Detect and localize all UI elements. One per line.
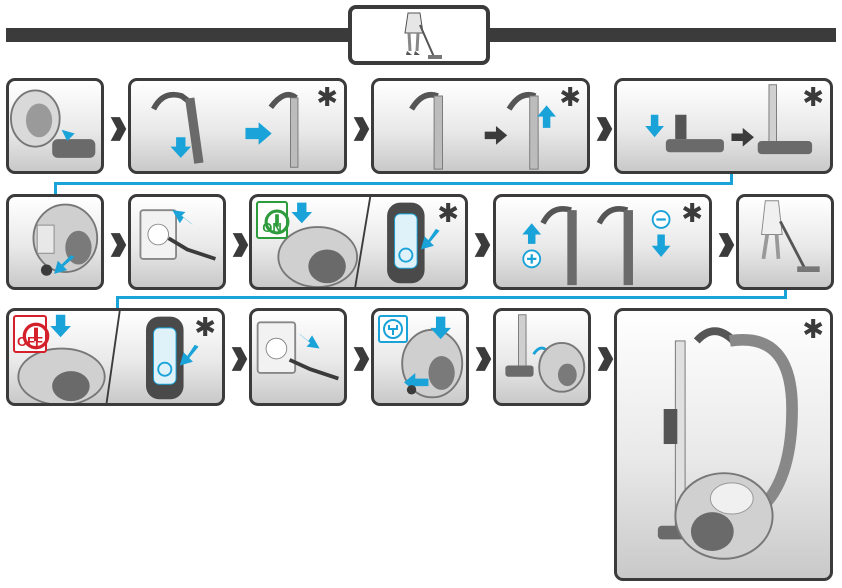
cord-rewind-illustration [401,316,464,399]
optional-step-icon: ✱ [194,313,216,343]
step-10-panel: OFF ✱ [6,308,225,406]
header-bar-left [6,28,350,42]
chevron-right-icon [107,114,129,144]
attach-floor-head-illustration [645,84,813,155]
header-emblem [348,5,490,65]
chevron-right-icon [228,344,250,374]
chevron-right-icon [593,114,615,144]
chevron-right-icon [472,344,494,374]
flow-connector [54,182,733,185]
chevron-right-icon [229,230,251,260]
flow-connector [784,290,787,298]
power-off-badge: OFF [13,315,50,353]
plug-in-illustration [139,209,217,261]
optional-step-icon: ✱ [681,199,703,229]
handle-telescope-illustration [151,91,299,168]
vacuuming-illustration [761,200,820,272]
chevron-right-icon [107,230,129,260]
flow-connector [730,174,733,184]
optional-step-icon: ✱ [802,83,824,113]
power-icon [264,209,290,235]
flow-connector [54,182,57,194]
chevron-right-icon [715,230,737,260]
unplug-icon [378,315,408,343]
optional-step-icon: ✱ [316,83,338,113]
step-12-panel [371,308,469,406]
flow-connector [116,296,787,299]
extend-tube-illustration [409,91,556,170]
step-9-panel [736,194,834,290]
power-off-illustration [17,311,199,403]
optional-step-icon: ✱ [802,315,824,345]
power-on-badge: ON [256,201,290,239]
adjust-power-illustration [522,206,671,286]
step-1-panel [6,78,104,174]
step-2-panel: ✱ [128,78,347,174]
chevron-right-icon [350,114,372,144]
power-off-label: OFF [17,334,43,349]
power-icon [22,322,50,350]
cord-pull-illustration [32,203,99,276]
chevron-right-icon [471,230,493,260]
step-8-panel: ✱ [493,194,712,290]
stored-vacuum-illustration [657,327,798,560]
power-on-label: ON [262,220,282,235]
step-3-panel: ✱ [371,78,590,174]
chevron-right-icon [594,344,616,374]
step-11-panel [249,308,347,406]
chevron-right-icon [350,344,372,374]
power-on-illustration [277,197,440,287]
flow-connector [116,296,119,310]
cleaner-body-illustration [10,89,96,158]
header-bar-right [488,28,836,42]
unplug-illustration [256,321,339,381]
storage-park-illustration [505,314,586,393]
step-4-panel: ✱ [614,78,833,174]
step-7-panel: ON ✱ [249,194,468,290]
optional-step-icon: ✱ [437,199,459,229]
person-vacuuming-icon [404,12,442,59]
step-6-panel [128,194,226,290]
optional-step-icon: ✱ [559,83,581,113]
step-5-panel [6,194,104,290]
step-14-panel: ✱ [614,308,833,581]
step-13-panel [493,308,591,406]
